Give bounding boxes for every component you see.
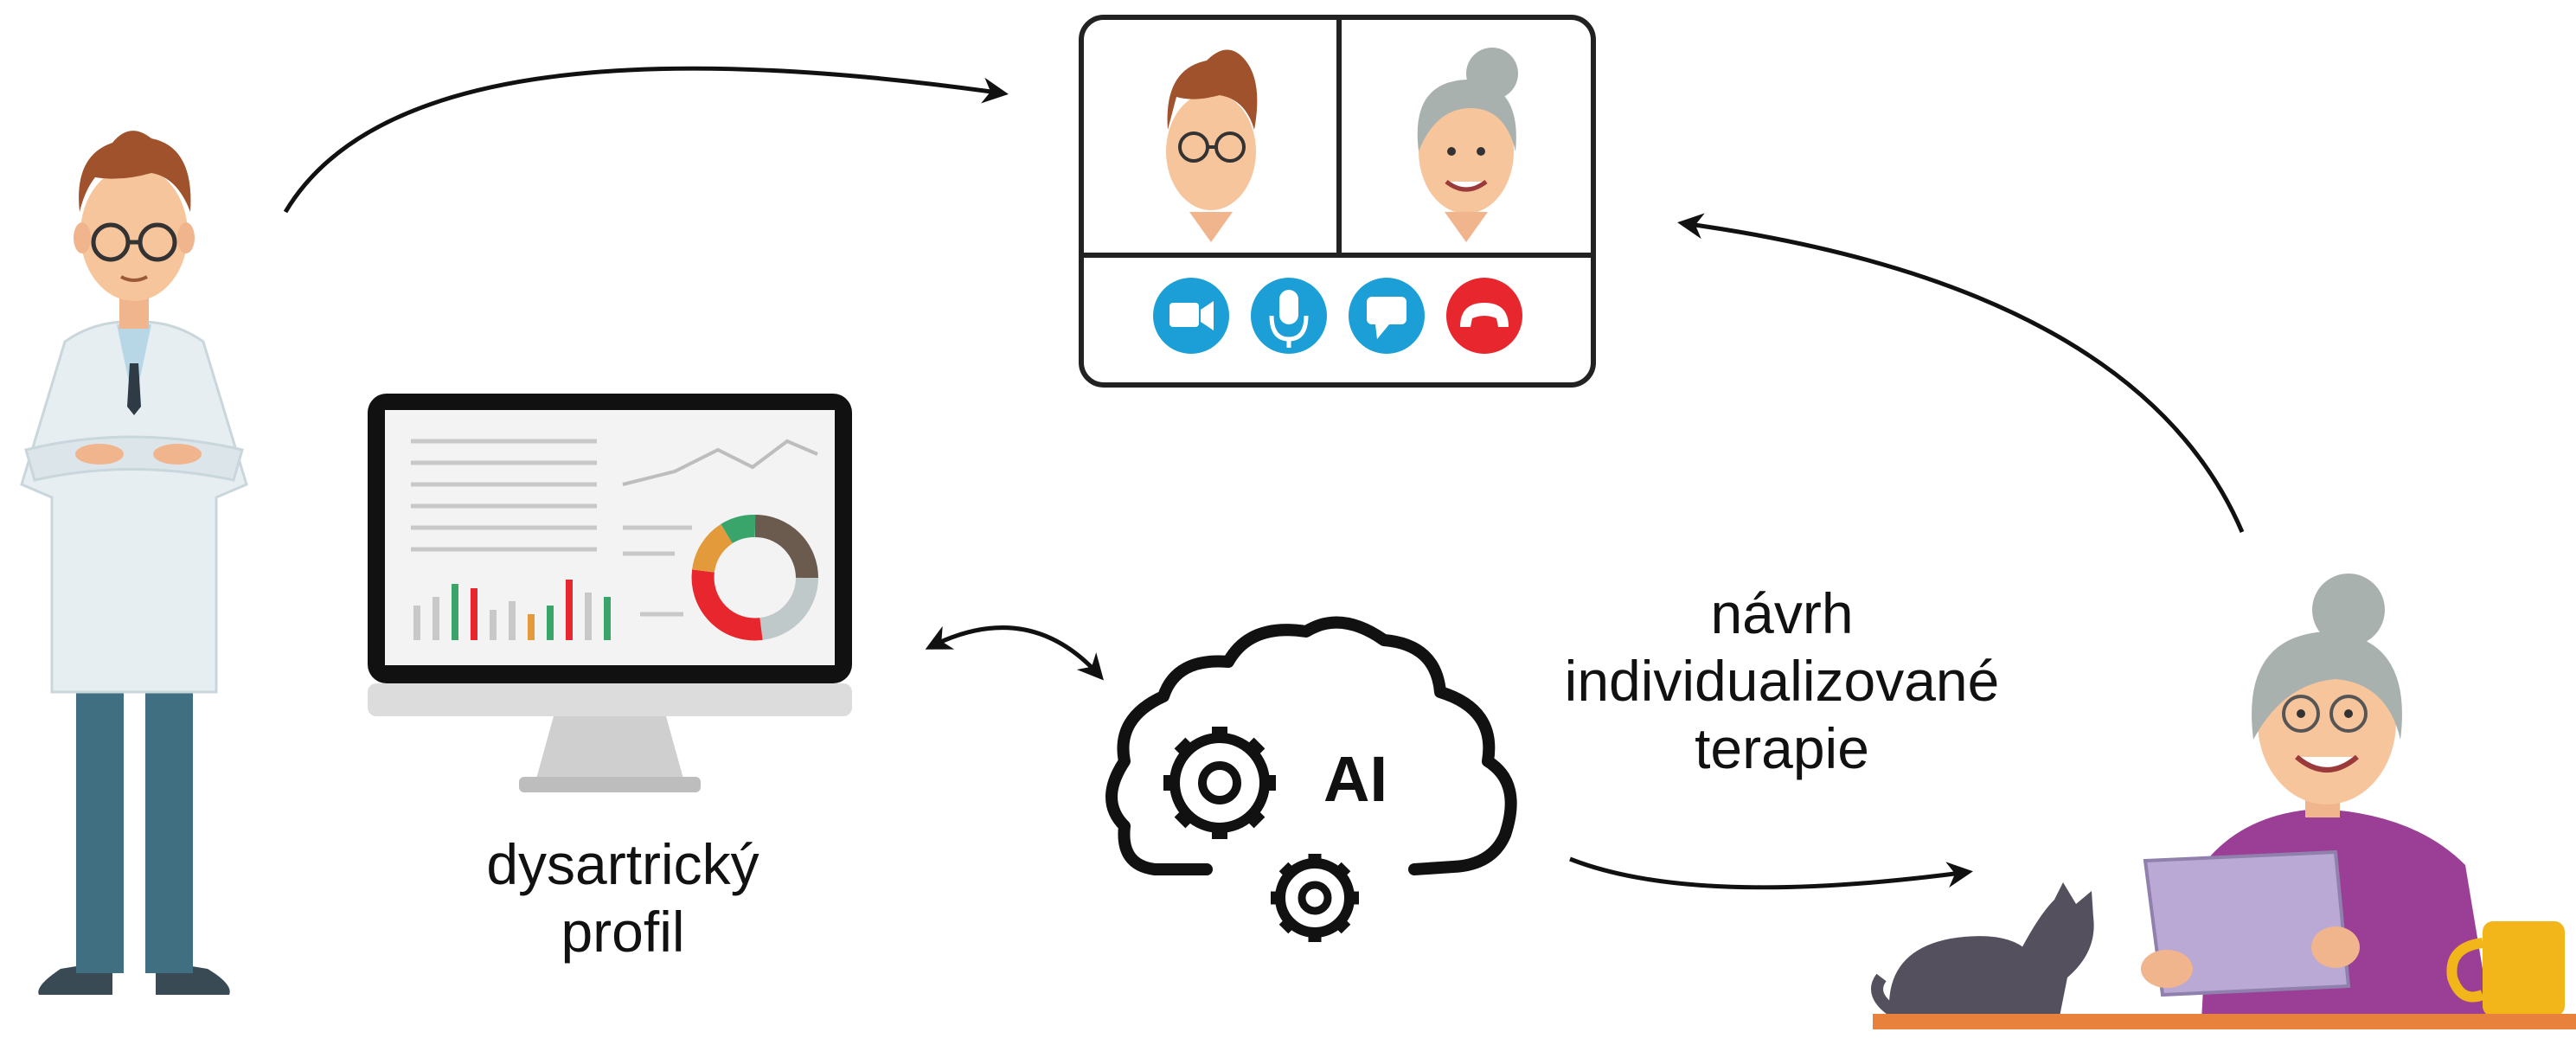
dashboard-donut-chart (691, 515, 818, 641)
dashboard-bar-chart (413, 580, 611, 640)
call-patient-avatar (1417, 48, 1518, 242)
camera-icon (1153, 278, 1229, 354)
dashboard-text-lines (411, 439, 692, 617)
arrow-patient-to-call (1677, 213, 2245, 533)
arrow-monitor-ai (925, 625, 1104, 681)
table-icon (1873, 1014, 2576, 1029)
doctor-figure (20, 131, 248, 995)
dashboard-line-chart (622, 439, 818, 486)
elderly-woman-figure (2141, 574, 2491, 1021)
profile-line-2: profil (561, 900, 685, 964)
hang-up-icon (1446, 278, 1522, 354)
tablet-icon (2143, 849, 2351, 997)
mug-icon (2446, 921, 2565, 1016)
dysarthric-profile-label: dysartrický profil (407, 830, 839, 965)
arrow-ai-to-patient (1569, 856, 1973, 890)
therapy-line-1: návrh (1710, 581, 1854, 645)
chat-icon (1349, 278, 1425, 354)
ai-cloud-gears-icon (1105, 616, 1517, 942)
ai-label: AI (1323, 743, 1387, 815)
video-call-window-icon (1079, 15, 1596, 388)
therapy-line-3: terapie (1695, 716, 1869, 780)
profile-line-1: dysartrický (486, 832, 759, 896)
therapy-proposal-label: návrh individualizované terapie (1453, 580, 2111, 782)
therapy-line-2: individualizované (1564, 649, 2000, 713)
gear-small-icon (1271, 854, 1359, 942)
arrow-doctor-to-call (283, 66, 1009, 214)
gear-icon (1163, 727, 1276, 839)
call-doctor-avatar (1166, 49, 1258, 242)
cat-icon (1871, 882, 2094, 1021)
monitor-dashboard-icon (368, 394, 852, 792)
microphone-icon (1251, 278, 1327, 354)
